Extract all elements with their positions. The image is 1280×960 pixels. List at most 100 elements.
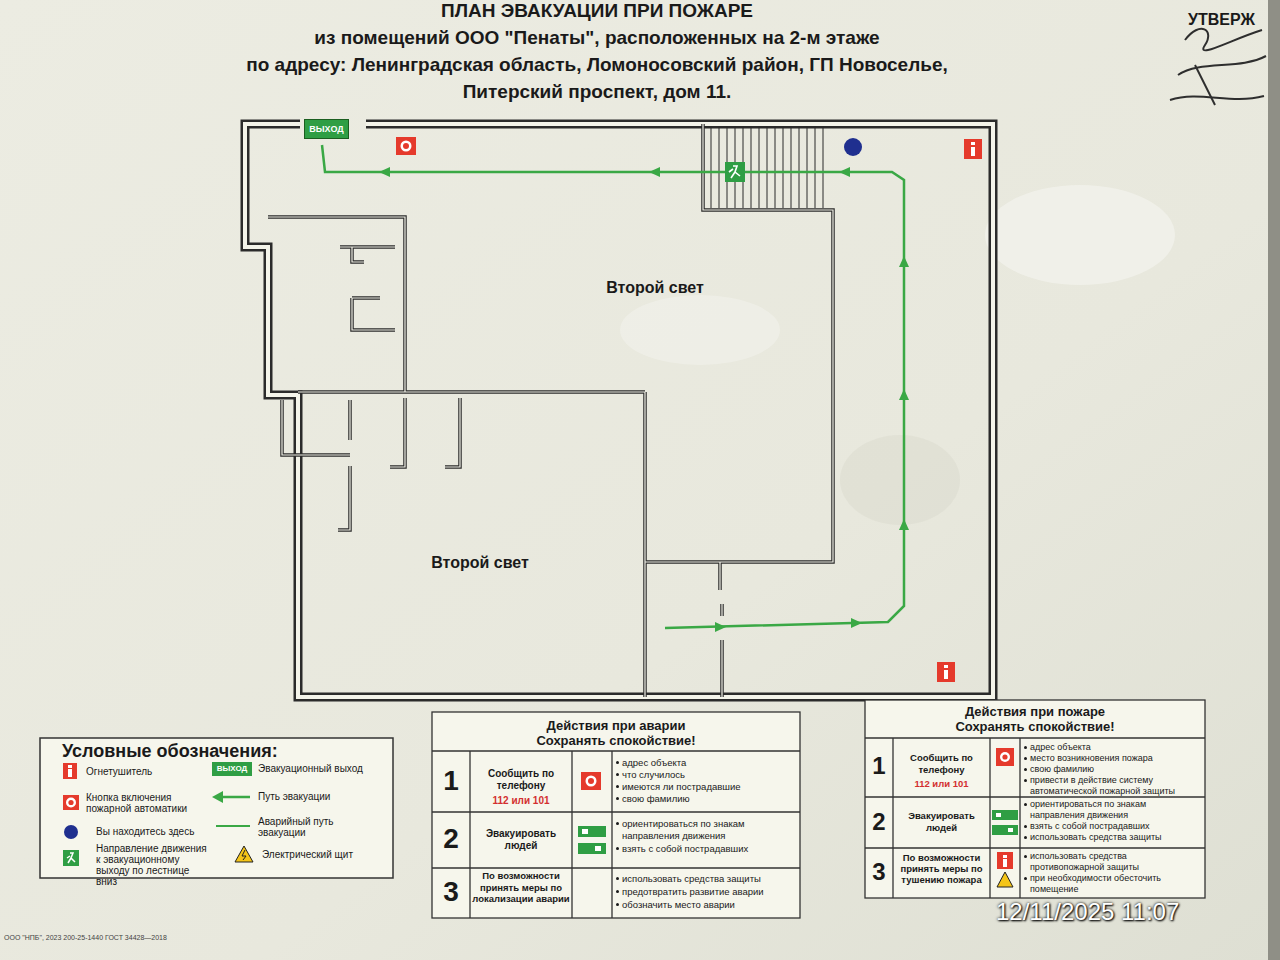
bullet-dot xyxy=(1024,779,1027,782)
legend-text: Эвакуационный выход xyxy=(258,763,388,774)
plan-title: ПЛАН ЭВАКУАЦИИ ПРИ ПОЖАРЕ xyxy=(97,0,1097,22)
table-heading: Действия при пожаре xyxy=(865,704,1205,719)
bullet-dot xyxy=(616,797,619,800)
board-background xyxy=(840,435,960,525)
fire-table-icons xyxy=(1003,855,1007,858)
accident-actions-table xyxy=(432,750,800,751)
bullet-dot xyxy=(1024,877,1027,880)
legend-text: Вы находитесь здесь xyxy=(96,826,206,837)
legend-panel xyxy=(235,846,253,862)
exit-sign: ВЫХОД xyxy=(304,119,349,139)
legend-heading: Условные обозначения: xyxy=(62,740,278,762)
accident-actions-table xyxy=(571,751,572,918)
accident-actions-table xyxy=(611,751,612,918)
step-title: Эвакуировать людей xyxy=(472,828,570,852)
fire-table-icons xyxy=(992,825,1018,835)
evacuation-path xyxy=(379,167,390,177)
room-name: Второй свет xyxy=(380,553,580,572)
symbol-part xyxy=(67,853,75,863)
bullet-dot xyxy=(616,773,619,776)
step-number: 1 xyxy=(865,752,893,780)
room-name: Второй свет xyxy=(555,278,755,297)
step-bullet: предотвратить развитие аварии xyxy=(622,886,794,898)
plan-symbols xyxy=(971,147,975,156)
bullet-dot xyxy=(616,903,619,906)
table-heading: Сохранять спокойствие! xyxy=(432,733,800,748)
plan-symbols xyxy=(725,162,745,182)
legend-swatch xyxy=(64,825,78,839)
symbol-part xyxy=(68,765,72,768)
bullet-dot xyxy=(616,847,619,850)
bullet-dot xyxy=(1024,803,1027,806)
bullet-dot xyxy=(1024,768,1027,771)
step-bullet: что случилось xyxy=(622,769,794,781)
accident-table-icons xyxy=(578,772,606,854)
plan-subtitle: Питерский проспект, дом 11. xyxy=(97,80,1097,103)
fire-actions-table xyxy=(865,847,1205,848)
signature xyxy=(1178,56,1266,75)
step-title: Эвакуировать людей xyxy=(894,810,989,833)
fire-table-icons xyxy=(1003,859,1007,867)
bullet-dot xyxy=(616,877,619,880)
plan-symbols xyxy=(937,662,955,682)
step-bullet: взять с собой пострадавших xyxy=(622,843,794,855)
evacuation-path xyxy=(839,167,850,177)
bullet-dot xyxy=(1024,825,1027,828)
legend-panel xyxy=(242,850,246,860)
legend-swatch xyxy=(63,850,79,866)
evacuation-path xyxy=(649,167,660,177)
publisher-note: ООО "НПБ", 2023 200-25-1440 ГОСТ 34428—2… xyxy=(4,934,167,942)
legend-text: Кнопка включения пожарной автоматики xyxy=(86,792,198,814)
evacuation-path xyxy=(899,389,909,400)
accident-table-icons xyxy=(578,843,606,854)
plan-subtitle: из помещений ООО "Пенаты", расположенных… xyxy=(97,26,1097,49)
plan-symbols xyxy=(403,143,409,149)
bullet-dot xyxy=(1024,757,1027,760)
node-text: ВЫХОД xyxy=(309,124,343,134)
evacuation-path xyxy=(715,622,726,632)
board-background xyxy=(1268,0,1280,960)
step-bullet: использовать средства защиты xyxy=(622,873,794,885)
approval-stamp: УТВЕРЖ xyxy=(1188,10,1255,29)
symbol-part xyxy=(68,800,73,805)
step-title: По возможности принять меры по тушению п… xyxy=(894,852,989,885)
legend-panel xyxy=(216,825,250,827)
legend-panel xyxy=(40,738,393,878)
table-heading: Сохранять спокойствие! xyxy=(865,719,1205,734)
evacuation-path xyxy=(379,167,909,632)
evacuation-path xyxy=(322,145,909,632)
stair-steps xyxy=(711,126,823,208)
step-title: Сообщить по телефону xyxy=(472,768,570,792)
step-bullet: использовать средства защиты xyxy=(1030,832,1202,843)
legend-panel xyxy=(40,738,393,878)
accident-table-icons xyxy=(586,776,597,787)
step-bullet: ориентироваться по знакам направления дв… xyxy=(1030,799,1202,820)
step-number: 3 xyxy=(865,858,893,886)
photo-timestamp: 12/11/2025 11:07 xyxy=(996,897,1179,926)
plan-symbols xyxy=(944,670,948,679)
step-bullet: привести в действие систему автоматическ… xyxy=(1030,775,1202,796)
step-bullet: использовать средства противопожарной за… xyxy=(1030,851,1202,872)
accident-table-icons xyxy=(595,846,601,851)
outer-wall xyxy=(245,124,993,697)
accident-table-icons xyxy=(578,826,606,837)
bullet-dot xyxy=(1024,746,1027,749)
step-bullet: место возникновения пожара xyxy=(1030,753,1202,764)
accident-actions-table xyxy=(469,751,470,918)
signature xyxy=(1170,96,1264,100)
fire-actions-table xyxy=(865,737,1205,738)
inner-wall xyxy=(268,124,833,697)
plan-symbols xyxy=(396,137,416,155)
phone-number: 112 или 101 xyxy=(472,795,570,807)
signature xyxy=(1185,29,1262,51)
evacuation-path xyxy=(899,256,909,267)
bullet-dot xyxy=(616,890,619,893)
inner-wall xyxy=(268,124,833,697)
swatch-symbol xyxy=(63,850,79,866)
step-bullet: адрес объекта xyxy=(622,757,794,769)
step-number: 3 xyxy=(432,876,470,908)
accident-table-icons xyxy=(581,772,601,790)
plan-symbols xyxy=(401,141,412,152)
plan-symbols xyxy=(396,137,982,682)
